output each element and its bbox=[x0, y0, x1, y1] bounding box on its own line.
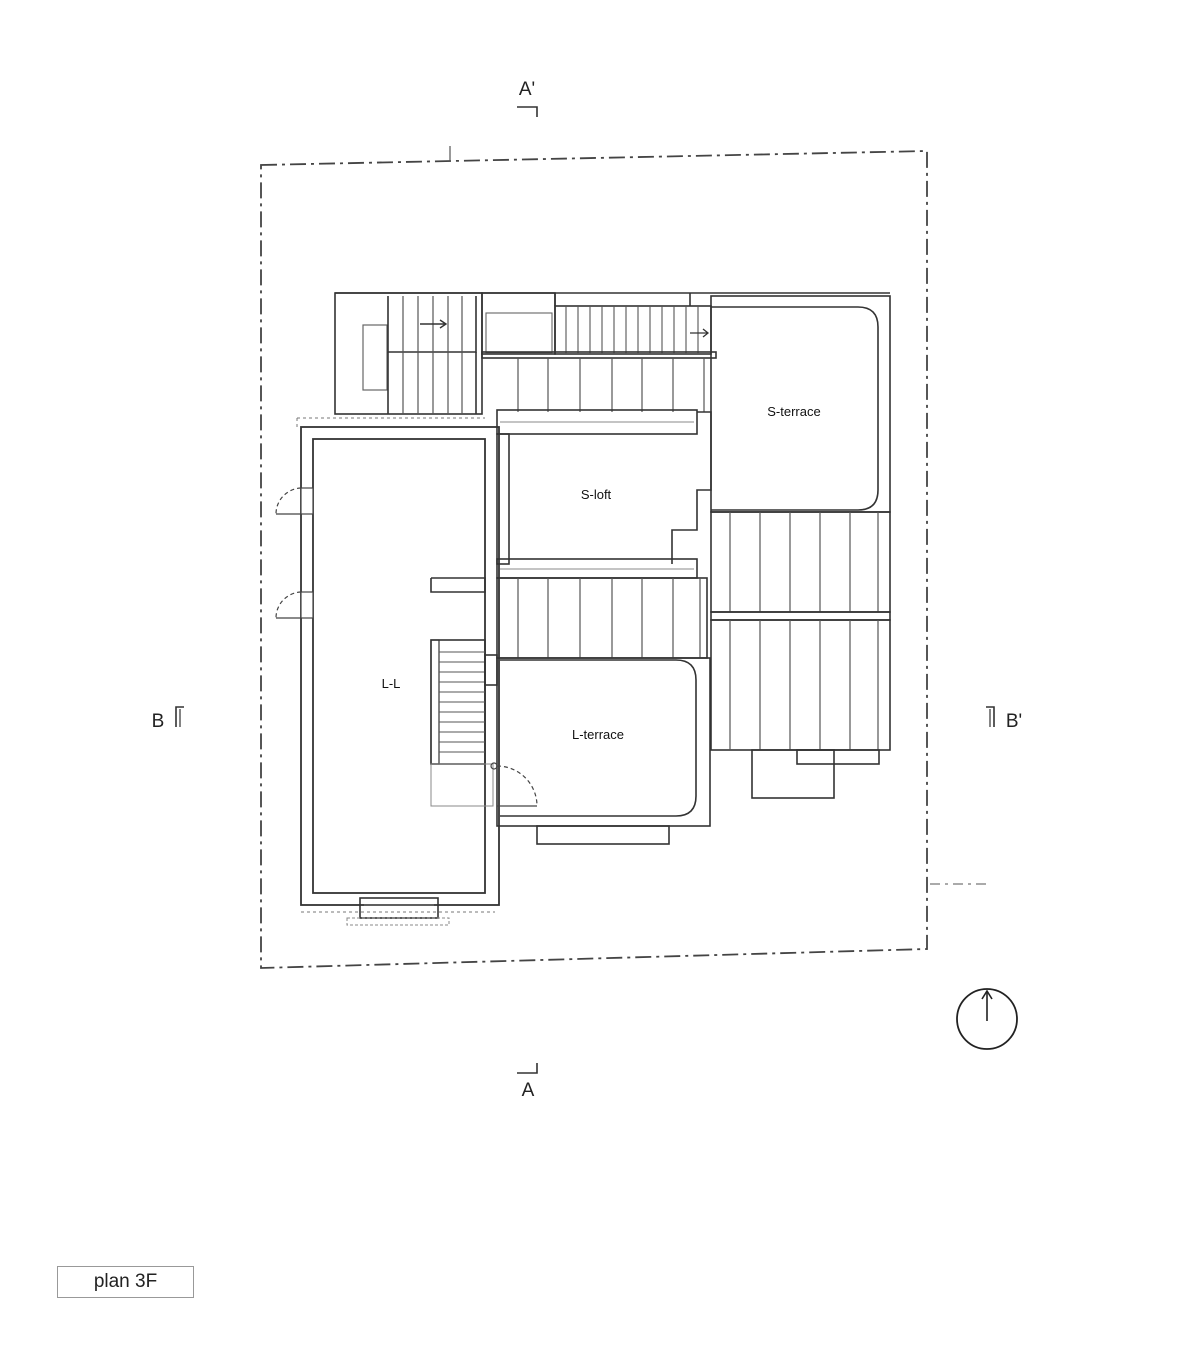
terrace-door bbox=[490, 762, 538, 807]
section-mark-a-bottom bbox=[517, 1063, 538, 1074]
l-terrace-area bbox=[496, 657, 711, 845]
stair-arrow-icon bbox=[420, 319, 448, 329]
middle-joists bbox=[496, 577, 708, 659]
section-label-b-left: B bbox=[152, 711, 165, 732]
section-mark-b-left bbox=[175, 706, 184, 727]
site-boundary bbox=[260, 150, 928, 969]
section-mark-a-top bbox=[517, 106, 538, 117]
north-arrow-icon bbox=[956, 988, 1018, 1050]
s-terrace-label: S-terrace bbox=[767, 404, 820, 419]
l-l-window bbox=[346, 897, 450, 926]
north-stair-block bbox=[334, 292, 483, 415]
section-label-a-top: A' bbox=[519, 79, 535, 100]
l-l-label: L-L bbox=[382, 676, 401, 691]
l-l-room bbox=[296, 417, 500, 913]
interior-stair bbox=[430, 639, 498, 807]
stair-treads-upper bbox=[402, 296, 463, 414]
s-loft-label: S-loft bbox=[581, 487, 612, 502]
deck-stair-run bbox=[554, 305, 712, 355]
section-label-a-bottom: A bbox=[522, 1080, 535, 1101]
upper-joists bbox=[517, 358, 705, 412]
section-mark-b-right bbox=[986, 706, 995, 727]
east-joists-upper bbox=[710, 511, 891, 613]
west-door-swings bbox=[275, 487, 314, 619]
l-terrace-label: L-terrace bbox=[572, 727, 624, 742]
section-label-b-right: B' bbox=[1006, 711, 1022, 732]
east-joists-lower bbox=[710, 619, 891, 799]
drawing-caption: plan 3F bbox=[57, 1266, 194, 1298]
